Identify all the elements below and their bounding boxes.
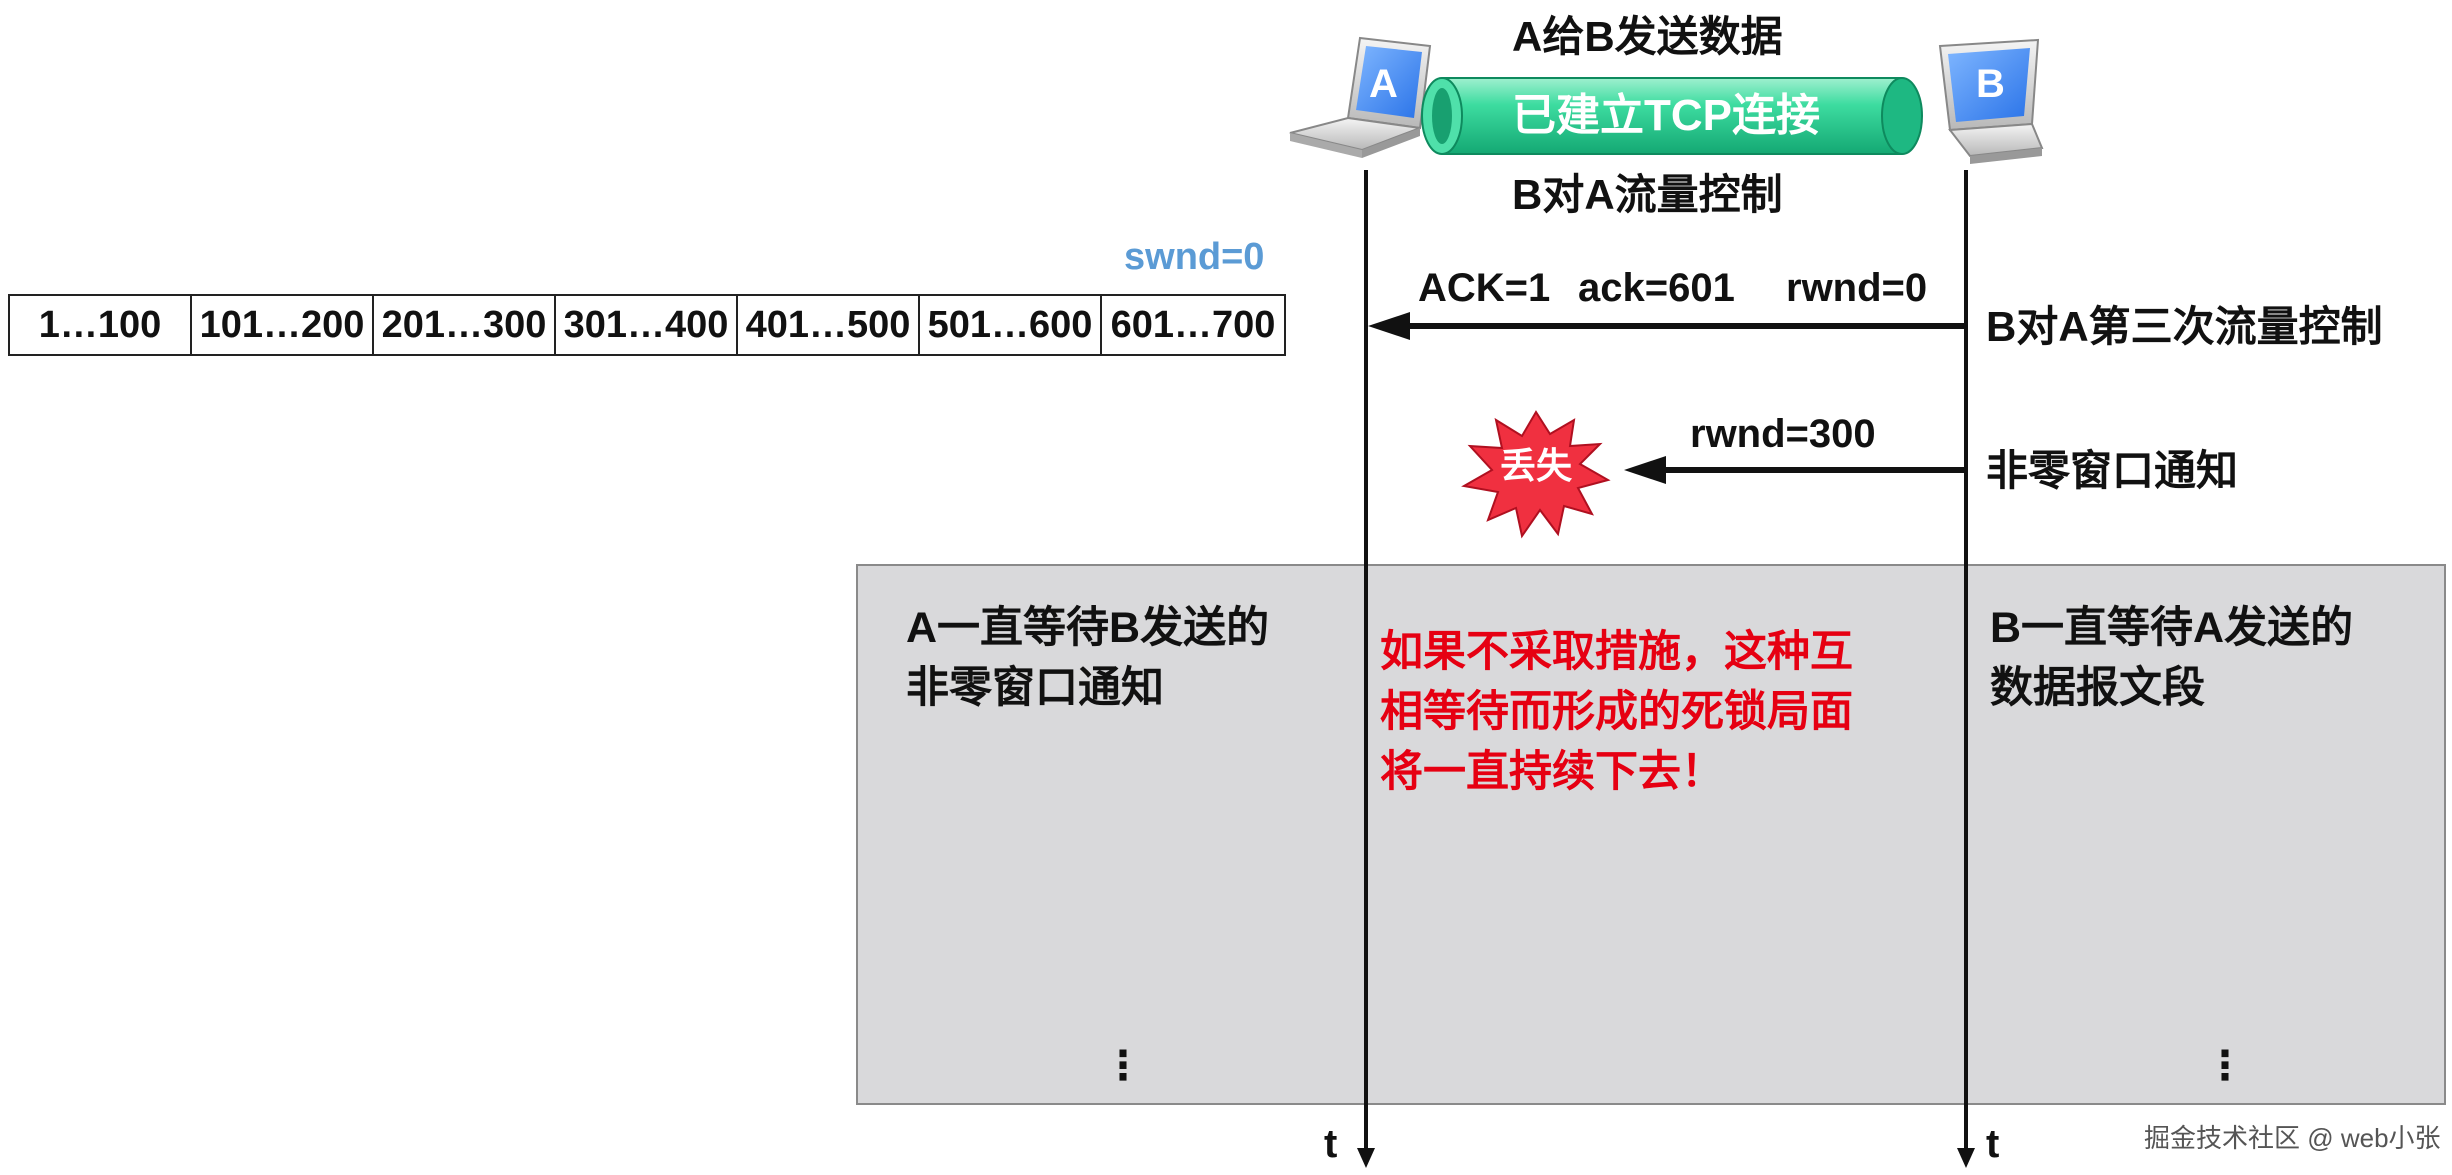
panel-middle-line-3: 将一直持续下去！ xyxy=(1380,748,1724,796)
host-a-laptop-icon xyxy=(1289,36,1432,158)
panel-right-text: B一直等待A发送的 数据报文段 xyxy=(1990,598,2353,718)
msg1-note: B对A第三次流量控制 xyxy=(1986,303,2383,350)
title-top: A给B发送数据 xyxy=(1512,13,1783,60)
timeline-a xyxy=(1357,170,1375,1168)
buffer-cell: 401…500 xyxy=(738,296,920,354)
buffer-cell: 1…100 xyxy=(10,296,192,354)
buffer-cell: 501…600 xyxy=(920,296,1102,354)
deadlock-panel xyxy=(856,564,2446,1105)
panel-left-line-1: A一直等待B发送的 xyxy=(906,604,1270,652)
msg1-ack-num: ack=601 xyxy=(1578,266,1735,310)
time-label-a: t xyxy=(1324,1122,1338,1166)
panel-middle-line-2: 相等待而形成的死锁局面 xyxy=(1380,688,1853,736)
panel-left-text: A一直等待B发送的 非零窗口通知 xyxy=(906,598,1269,718)
timeline-b xyxy=(1957,170,1975,1168)
watermark: 掘金技术社区 @ web小张 xyxy=(2144,1123,2441,1153)
lost-burst-icon xyxy=(1461,410,1611,539)
time-label-b: t xyxy=(1986,1122,2000,1166)
panel-left-line-2: 非零窗口通知 xyxy=(906,664,1164,712)
buffer-cell: 301…400 xyxy=(556,296,738,354)
host-b-laptop-icon xyxy=(1938,38,2044,164)
buffer-cell: 201…300 xyxy=(374,296,556,354)
buffer-cell: 101…200 xyxy=(192,296,374,354)
msg2-note: 非零窗口通知 xyxy=(1986,447,2239,494)
lost-label: 丢失 xyxy=(1500,445,1573,486)
panel-right-line-1: B一直等待A发送的 xyxy=(1990,604,2354,652)
swnd-label: swnd=0 xyxy=(1124,236,1265,278)
ack-rwnd0-arrow xyxy=(1368,312,1966,340)
title-bottom: B对A流量控制 xyxy=(1512,171,1783,218)
panel-right-line-2: 数据报文段 xyxy=(1990,664,2205,712)
buffer-cell: 601…700 xyxy=(1110,303,1276,346)
panel-middle-warning: 如果不采取措施，这种互 相等待而形成的死锁局面 将一直持续下去！ xyxy=(1380,622,1853,802)
send-buffer: 1…100 101…200 201…300 301…400 401…500 50… xyxy=(8,294,1286,356)
tcp-connection-pipe xyxy=(1421,77,1923,155)
connection-label: 已建立TCP连接 xyxy=(1512,91,1820,140)
msg2-rwnd: rwnd=300 xyxy=(1690,412,1876,456)
panel-middle-line-1: 如果不采取措施，这种互 xyxy=(1380,628,1853,676)
ellipsis-left: ⋮ xyxy=(1103,1044,1143,1088)
msg1-rwnd: rwnd=0 xyxy=(1786,266,1928,310)
window-update-arrow xyxy=(1624,456,1966,484)
ellipsis-right: ⋮ xyxy=(2205,1044,2245,1088)
msg1-ack-flag: ACK=1 xyxy=(1418,266,1551,310)
host-a-label: A xyxy=(1369,62,1398,106)
host-b-label: B xyxy=(1976,62,2005,106)
